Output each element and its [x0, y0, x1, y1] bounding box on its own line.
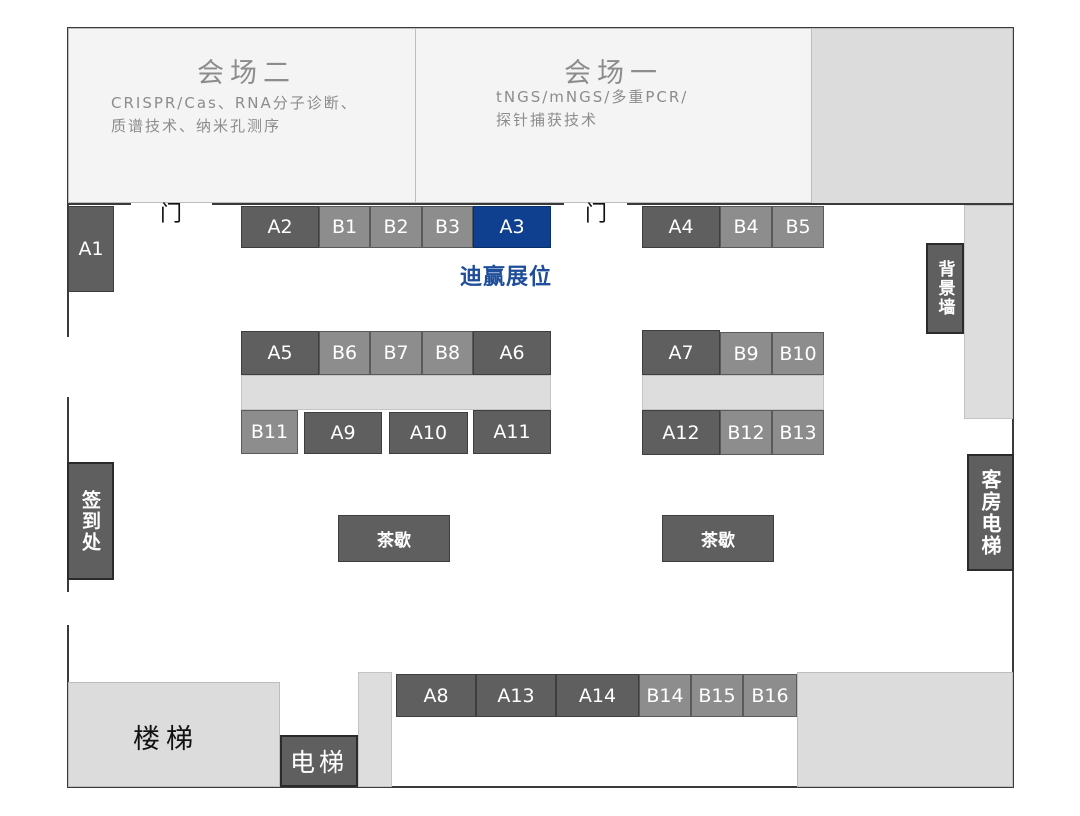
booth-a14[interactable]: A14 [556, 674, 639, 717]
booth-b5[interactable]: B5 [772, 206, 824, 248]
booth-b13[interactable]: B13 [772, 410, 824, 455]
booth-a2[interactable]: A2 [241, 206, 319, 248]
tea-break-right[interactable]: 茶歇 [662, 515, 774, 562]
booth-a10[interactable]: A10 [389, 412, 468, 454]
hall-one-title: 会场一 [564, 58, 663, 89]
booth-b11[interactable]: B11 [241, 410, 298, 454]
booth-b10[interactable]: B10 [772, 332, 824, 375]
door-hall-two[interactable]: 门 [160, 202, 183, 227]
booth-b8[interactable]: B8 [422, 331, 473, 375]
hall-two-subtitle-line1: CRISPR/Cas、RNA分子诊断、 [111, 94, 358, 112]
stairs-label: 楼梯 [133, 724, 199, 755]
storage-room-top-right [811, 28, 1013, 205]
guest-elevator[interactable]: 客房电梯 [967, 454, 1014, 571]
bottom-right-room [797, 672, 1013, 787]
hall-front-wall-1 [67, 203, 131, 205]
booth-a1[interactable]: A1 [68, 206, 114, 292]
checkin-desk[interactable]: 签到处 [67, 462, 114, 580]
booth-a4[interactable]: A4 [642, 206, 720, 248]
booth-b9[interactable]: B9 [720, 332, 772, 375]
booth-b7[interactable]: B7 [370, 331, 422, 375]
wall-bottom [67, 786, 1014, 788]
island-right-strip [642, 375, 824, 410]
booth-b1[interactable]: B1 [319, 206, 370, 248]
booth-b2[interactable]: B2 [370, 206, 422, 248]
right-wall-panel [964, 205, 1013, 419]
hall-two-subtitle-line2: 质谱技术、纳米孔测序 [111, 117, 282, 135]
booth-b4[interactable]: B4 [720, 206, 772, 248]
island-left-strip [241, 375, 551, 410]
hall-one-subtitle-line2: 探针捕获技术 [496, 111, 599, 129]
backdrop-wall[interactable]: 背景墙 [926, 243, 964, 334]
booth-a8[interactable]: A8 [396, 674, 476, 717]
booth-b16[interactable]: B16 [743, 674, 797, 717]
booth-a7[interactable]: A7 [642, 330, 720, 375]
bottom-pillar [358, 672, 392, 787]
booth-a3-highlighted[interactable]: A3 [473, 206, 551, 248]
hall-two[interactable]: 会场二 CRISPR/Cas、RNA分子诊断、 质谱技术、纳米孔测序 [68, 28, 416, 203]
booth-b12[interactable]: B12 [720, 410, 772, 455]
booth-a11[interactable]: A11 [473, 410, 551, 454]
hall-front-wall-3 [627, 203, 1013, 205]
booth-b6[interactable]: B6 [319, 331, 370, 375]
door-hall-one[interactable]: 门 [585, 202, 608, 227]
hall-one[interactable]: 会场一 tNGS/mNGS/多重PCR/ 探针捕获技术 [415, 28, 812, 203]
highlight-booth-label: 迪赢展位 [460, 265, 553, 290]
hall-one-subtitle-line1: tNGS/mNGS/多重PCR/ [496, 88, 689, 106]
booth-b15[interactable]: B15 [691, 674, 743, 717]
tea-break-left[interactable]: 茶歇 [338, 515, 450, 562]
booth-a9[interactable]: A9 [304, 412, 382, 454]
booth-a6[interactable]: A6 [473, 331, 551, 375]
hall-two-title: 会场二 [197, 58, 296, 89]
booth-a5[interactable]: A5 [241, 331, 319, 375]
hall-front-wall-2 [212, 203, 564, 205]
booth-b3[interactable]: B3 [422, 206, 473, 248]
booth-a12[interactable]: A12 [642, 410, 720, 455]
elevator[interactable]: 电梯 [280, 735, 358, 787]
wall-right [1012, 27, 1014, 788]
booth-b14[interactable]: B14 [639, 674, 691, 717]
booth-a13[interactable]: A13 [476, 674, 556, 717]
stairs-area[interactable]: 楼梯 [68, 682, 280, 787]
